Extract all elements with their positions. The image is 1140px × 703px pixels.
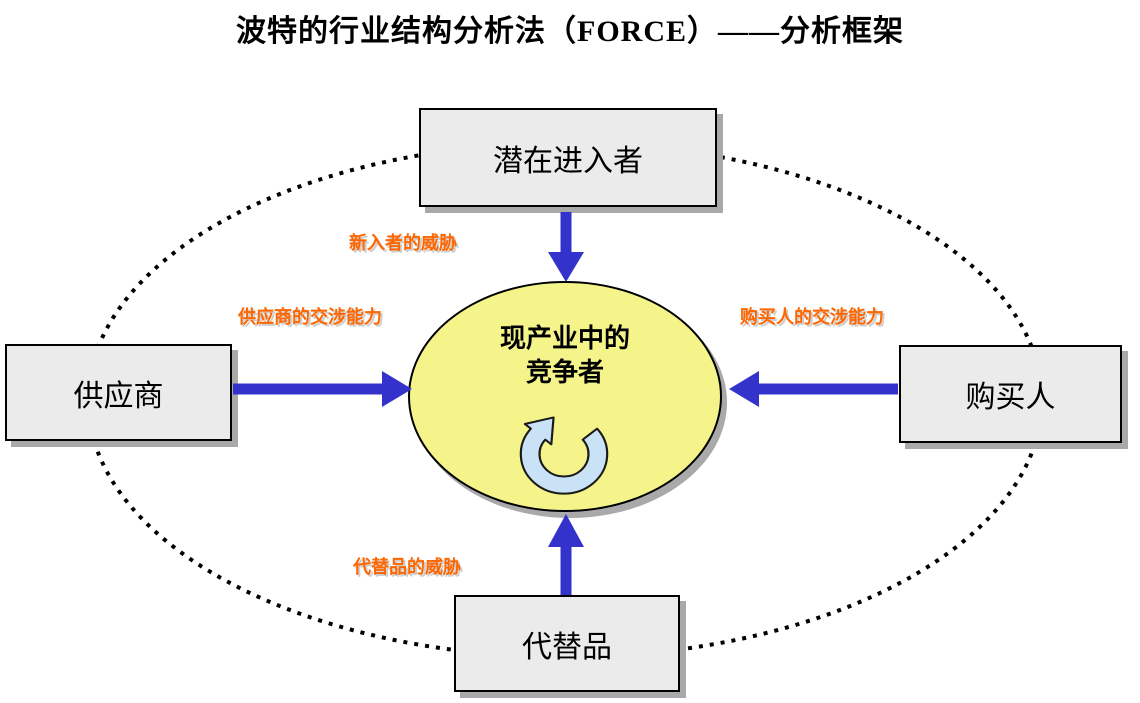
center-label-line2: 竞争者 <box>525 358 604 387</box>
arrow-threat-of-substitutes <box>548 514 584 595</box>
arrow-threat-of-new-entrants <box>548 212 584 282</box>
force-label-buyers: 购买人的交涉能力 <box>740 307 884 327</box>
arrow-buyer-power <box>729 371 898 407</box>
arrow-supplier-power <box>233 371 412 407</box>
node-suppliers-label: 供应商 <box>73 379 164 413</box>
node-industry-competitors-ellipse <box>408 281 722 512</box>
node-substitutes: 代替品 <box>454 595 680 692</box>
node-buyers: 购买人 <box>899 345 1122 443</box>
diagram-title: 波特的行业结构分析法（FORCE）——分析框架 <box>236 15 904 48</box>
force-label-substitutes: 代替品的威胁 <box>353 557 461 577</box>
force-label-suppliers: 供应商的交涉能力 <box>238 307 382 327</box>
node-substitutes-label: 代替品 <box>522 630 612 664</box>
center-label-line1: 现产业中的 <box>499 324 630 353</box>
node-potential-entrants: 潜在进入者 <box>419 108 717 207</box>
node-suppliers: 供应商 <box>5 344 232 441</box>
node-potential-entrants-label: 潜在进入者 <box>493 144 643 178</box>
force-label-new-entrants: 新入者的威胁 <box>349 233 457 253</box>
node-buyers-label: 购买人 <box>965 381 1056 414</box>
node-industry-competitors-label: 现产业中的 竞争者 <box>408 322 722 390</box>
